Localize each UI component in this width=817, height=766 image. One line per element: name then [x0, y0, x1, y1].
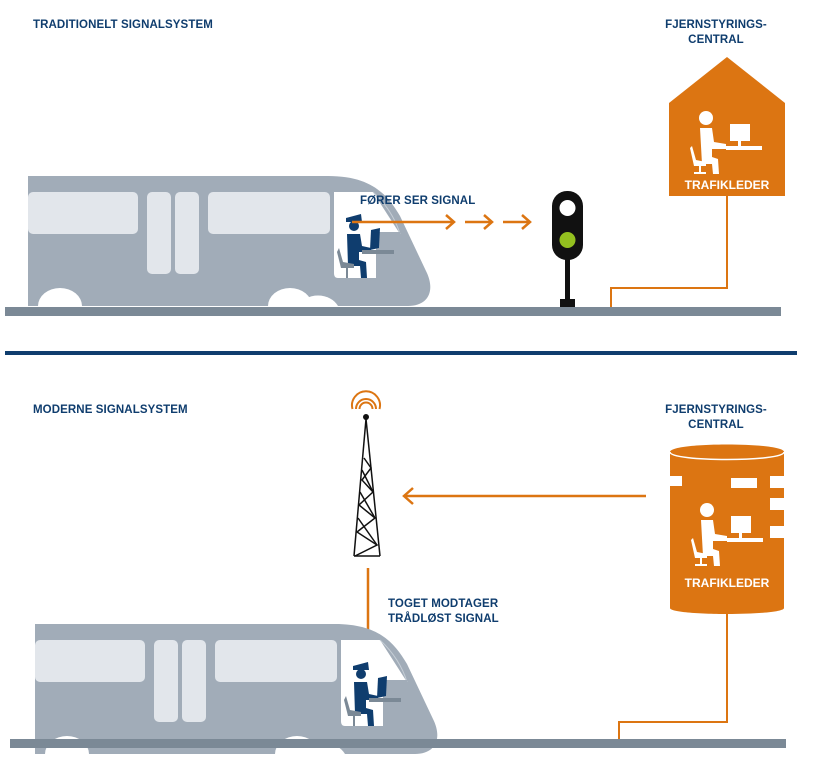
- control-center-label-line1: FJERNSTYRINGS-: [665, 404, 767, 416]
- section-title-modern: MODERNE SIGNALSYSTEM: [33, 404, 188, 416]
- signal-lamp-bottom: [559, 232, 576, 248]
- section-divider: [5, 351, 797, 355]
- arrow-label-line1: TOGET MODTAGER: [388, 598, 499, 610]
- section-title-traditional: TRADITIONELT SIGNALSYSTEM: [33, 19, 213, 31]
- signal-lamp-top: [559, 200, 576, 216]
- wireless-command-arrow: [402, 487, 646, 505]
- track-bottom: [10, 739, 786, 748]
- traffic-signal: [552, 191, 583, 307]
- control-center-label-bottom: FJERNSTYRINGS- CENTRAL: [660, 403, 772, 433]
- control-center-label-top: FJERNSTYRINGS- CENTRAL: [660, 18, 772, 48]
- control-center-cylinder: [669, 444, 785, 614]
- radio-tower-icon: [351, 390, 381, 557]
- arrow-label-line2: TRÅDLØST SIGNAL: [388, 613, 499, 625]
- arrow-label-driver-sees-signal: FØRER SER SIGNAL: [360, 195, 476, 207]
- control-center-house: [669, 57, 785, 196]
- signal-arrows: [352, 214, 532, 230]
- connector-line-top: [610, 196, 728, 307]
- track-top: [5, 307, 781, 316]
- control-center-label-line2: CENTRAL: [688, 34, 744, 46]
- connector-line-bottom: [618, 614, 728, 739]
- control-center-label-line2: CENTRAL: [688, 419, 744, 431]
- operator-label-top: TRAFIKLEDER: [684, 178, 770, 192]
- control-center-label-line1: FJERNSTYRINGS-: [665, 19, 767, 31]
- operator-label-bottom: TRAFIKLEDER: [684, 576, 770, 590]
- arrow-label-train-receives: TOGET MODTAGER TRÅDLØST SIGNAL: [388, 597, 499, 627]
- train-bottom: [34, 623, 438, 755]
